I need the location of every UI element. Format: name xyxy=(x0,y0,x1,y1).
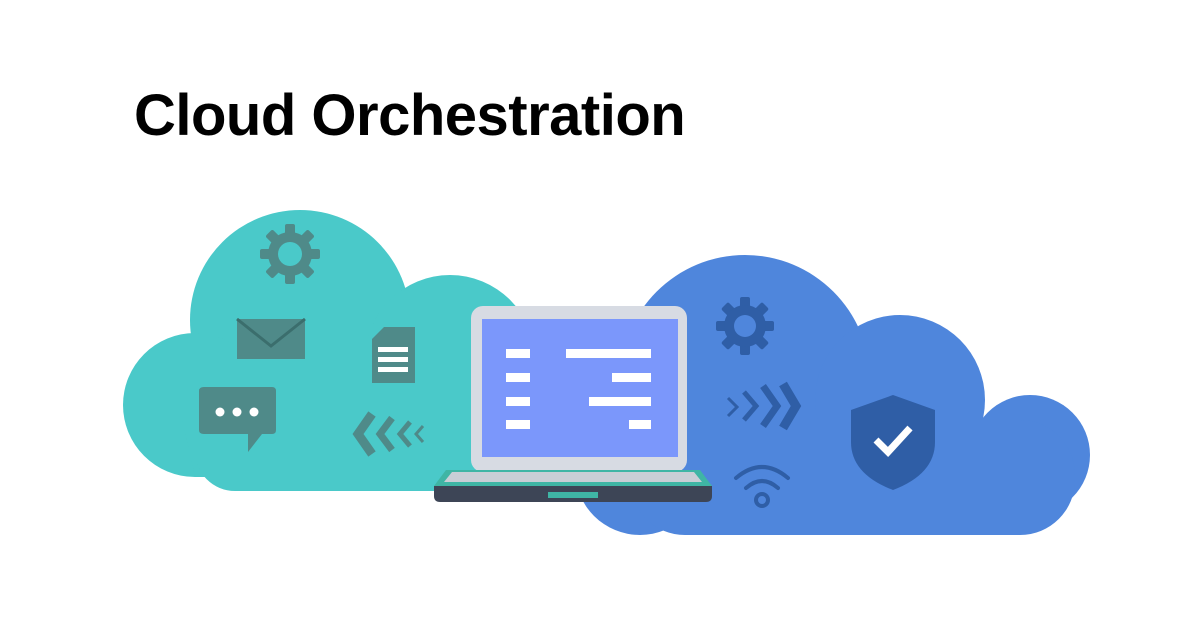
gear-icon xyxy=(260,224,320,284)
document-icon xyxy=(372,327,415,383)
chevrons-right-icon xyxy=(726,381,802,431)
page-title: Cloud Orchestration xyxy=(134,83,686,148)
chat-bubble-icon xyxy=(199,387,276,452)
laptop xyxy=(434,306,712,502)
wifi-icon xyxy=(734,465,790,508)
chevrons-left-icon xyxy=(352,411,425,457)
screen-lines xyxy=(506,349,651,429)
shield-check-icon xyxy=(851,395,935,490)
envelope-icon xyxy=(236,317,306,359)
gear-icon xyxy=(716,297,774,355)
laptop-screen xyxy=(482,319,678,457)
